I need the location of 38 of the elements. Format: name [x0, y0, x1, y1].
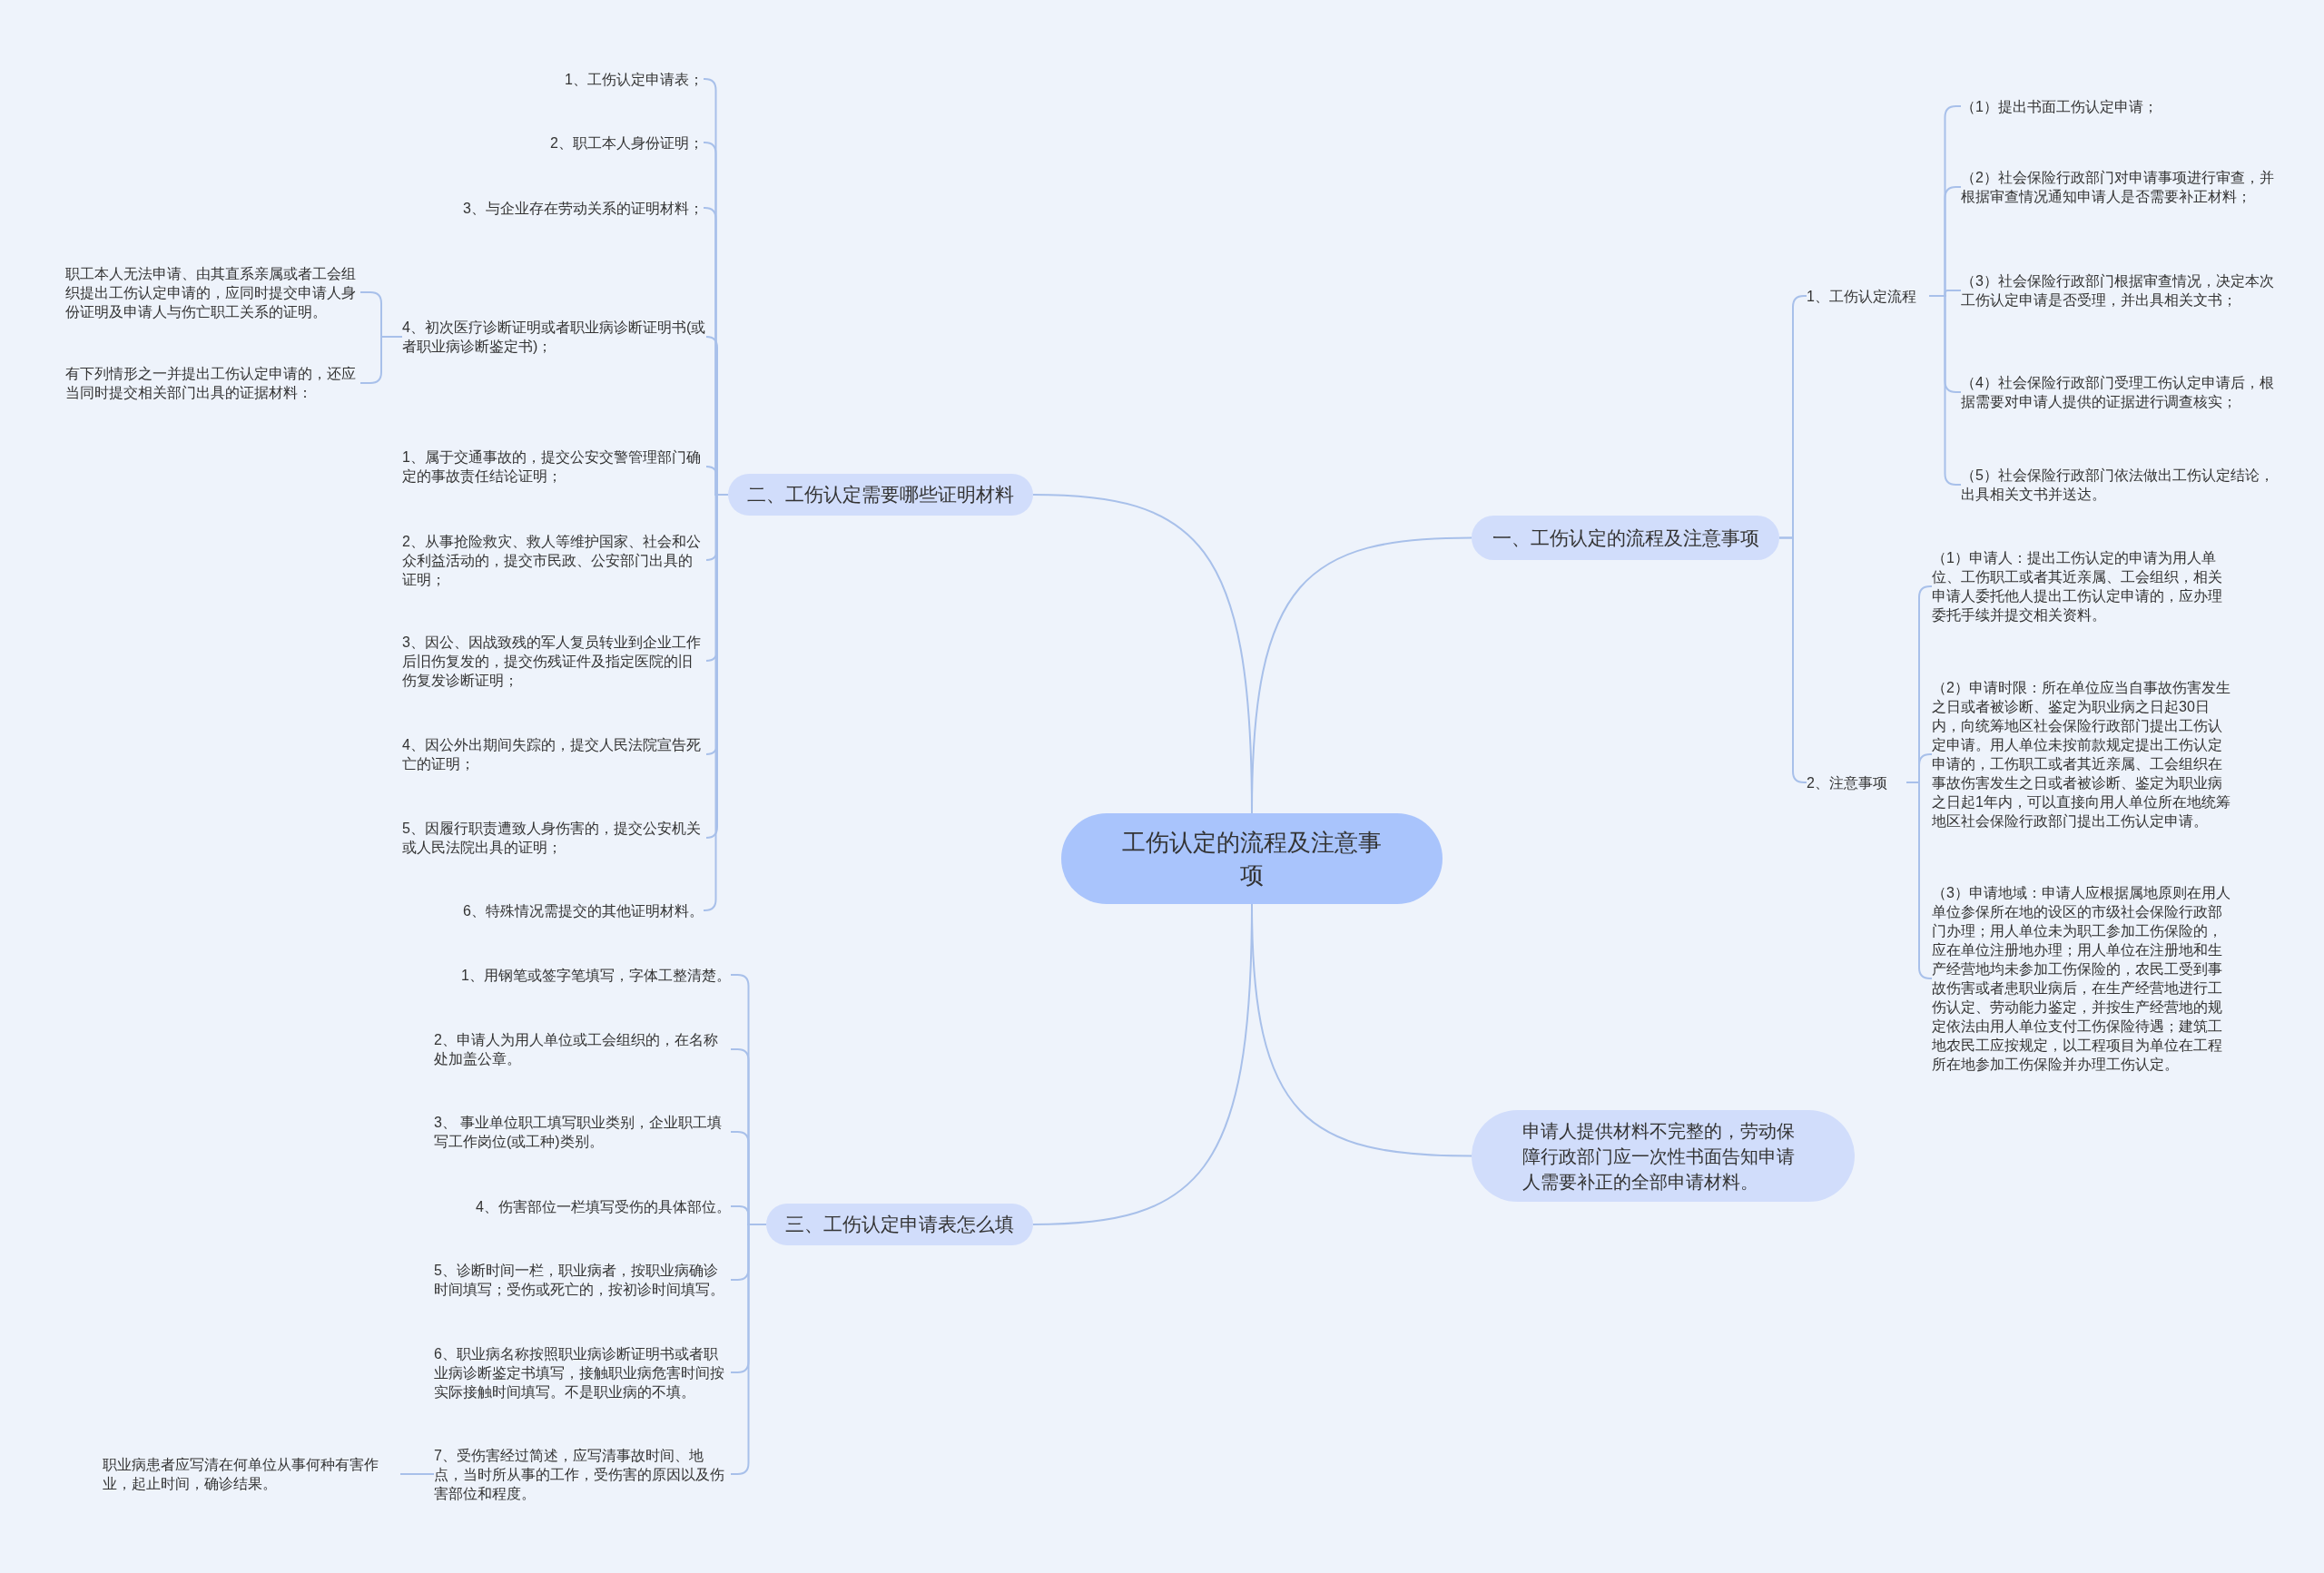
topic-text: 1、属于交通事故的，提交公安交警管理部门确定的事故责任结论证明；	[402, 447, 706, 486]
topic-text: 2、从事抢险救灾、救人等维护国家、社会和公众利益活动的，提交市民政、公安部门出具的证明；	[402, 531, 706, 589]
topic-text: 6、职业病名称按照职业病诊断证明书或者职业病诊断鉴定书填写，接触职业病危害时间按实际接触时间填写。不是职业病的不填。	[434, 1343, 731, 1401]
central-topic: 工伤认定的流程及注意事项	[1061, 813, 1443, 904]
topic-pill: 三、工伤认定申请表怎么填	[766, 1204, 1033, 1245]
topic-text: 7、受伤害经过简述，应写清事故时间、地点，当时所从事的工作，受伤害的原因以及伤害部位和程度。	[434, 1445, 731, 1503]
topic-text: 4、初次医疗诊断证明或者职业病诊断证明书(或者职业病诊断鉴定书)；	[402, 318, 706, 356]
topic-pill: 二、工伤认定需要哪些证明材料	[728, 474, 1033, 516]
topic-text: （1）提出书面工伤认定申请；	[1961, 96, 2274, 116]
connector-line	[730, 1224, 767, 1475]
topic-text: 职工本人无法申请、由其直系亲属或者工会组织提出工伤认定申请的，应同时提交申请人身份证明及申请人与伤亡职工关系的证明。	[65, 263, 360, 321]
connector-line	[1778, 536, 1807, 783]
topic-text: （3）申请地域：申请人应根据属地原则在用人单位参保所在地的设区的市级社会保险行政部门办理；用人单位未为职工参加工伤保险的，应在单位注册地办理；用人单位在注册地和生产经营地均未参加工伤保险的，农民工受到事故伤害或者患职业病后，在生产经营地进行工伤认定、劳动能力鉴定，并按生产经营地的规定依法由用人单位支付工伤保险待遇；建筑工地农民工应按规定，以工程项目为单位在工程所在地参加工伤保险并办理工伤认定。	[1932, 883, 2231, 1074]
topic-text: 5、诊断时间一栏，职业病者，按职业病确诊时间填写；受伤或死亡的，按初诊时间填写。	[434, 1261, 731, 1299]
note-pill: 申请人提供材料不完整的，劳动保障行政部门应一次性书面告知申请人需要补正的全部申请材料。	[1472, 1110, 1855, 1202]
topic-text: 2、职工本人身份证明；	[399, 133, 704, 152]
topic-text: 3、 事业单位职工填写职业类别，企业职工填写工作岗位(或工种)类别。	[434, 1113, 731, 1151]
topic-text: 1、工伤认定申请表；	[399, 69, 704, 89]
topic-text: 职业病患者应写清在何单位从事何种有害作业，起止时间，确诊结果。	[103, 1455, 400, 1493]
topic-text: 4、因公外出期间失踪的，提交人民法院宣告死亡的证明；	[402, 735, 706, 773]
topic-text: 2、注意事项	[1807, 772, 1906, 792]
topic-text: （5）社会保险行政部门依法做出工伤认定结论，出具相关文书并送达。	[1961, 466, 2274, 504]
topic-text: 1、工伤认定流程	[1807, 286, 1929, 306]
connector-line	[399, 1473, 435, 1475]
topic-text: （2）申请时限：所在单位应当自事故伤害发生之日或者被诊断、鉴定为职业病之日起30日内，向统筹地区社会保险行政部门提出工伤认定申请。用人单位未按前款规定提出工伤认定申请的，工伤职工或者其近亲属、工会组织在事故伤害发生之日或者被诊断、鉴定为职业病之日起1年内，可以直接向用人单位所在地统筹地区社会保险行政部门提出工伤认定申请。	[1932, 678, 2231, 831]
topic-text: 4、伤害部位一栏填写受伤的具体部位。	[427, 1196, 731, 1216]
topic-text: 5、因履行职责遭致人身伤害的，提交公安机关或人民法院出具的证明；	[402, 819, 706, 857]
topic-text: 有下列情形之一并提出工伤认定申请的，还应当同时提交相关部门出具的证据材料：	[65, 364, 360, 402]
topic-text: 2、申请人为用人单位或工会组织的，在名称处加盖公章。	[434, 1030, 731, 1068]
topic-text: 3、与企业存在劳动关系的证明材料；	[399, 198, 704, 218]
topic-pill: 一、工伤认定的流程及注意事项	[1472, 516, 1779, 560]
topic-text: （3）社会保险行政部门根据审查情况，决定本次工伤认定申请是否受理，并出具相关文书；	[1961, 271, 2274, 310]
topic-text: 6、特殊情况需提交的其他证明材料。	[399, 900, 704, 920]
topic-text: （2）社会保险行政部门对申请事项进行审查，并根据审查情况通知申请人是否需要补正材料；	[1961, 168, 2274, 206]
topic-text: 3、因公、因战致残的军人复员转业到企业工作后旧伤复发的，提交伤残证件及指定医院的旧伤复发诊断证明；	[402, 632, 706, 690]
topic-text: 1、用钢笔或签字笔填写，字体工整清楚。	[427, 965, 731, 985]
topic-text: （1）申请人：提出工伤认定的申请为用人单位、工伤职工或者其近亲属、工会组织，相关申请人委托他人提出工伤认定申请的，应办理委托手续并提交相关资料。	[1932, 548, 2231, 624]
topic-text: （4）社会保险行政部门受理工伤认定申请后，根据需要对申请人提供的证据进行调查核实；	[1961, 373, 2274, 411]
